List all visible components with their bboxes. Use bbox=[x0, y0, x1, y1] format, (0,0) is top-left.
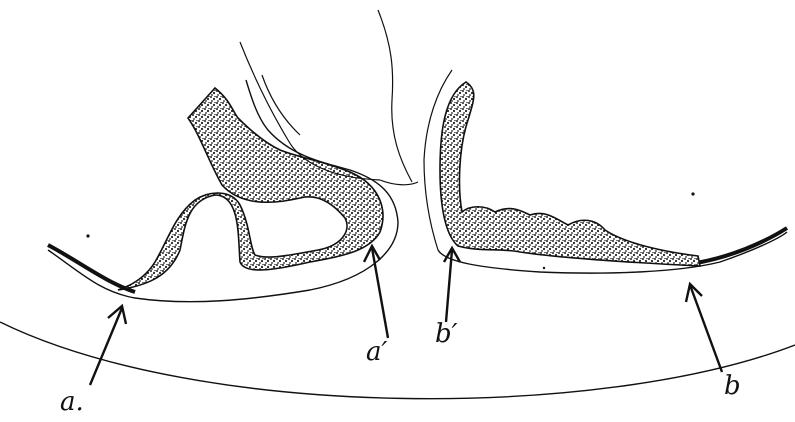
stalk-junction bbox=[380, 180, 418, 185]
arrow-b bbox=[686, 284, 722, 372]
left-rim bbox=[48, 245, 135, 292]
speck bbox=[86, 234, 89, 237]
arrow-a bbox=[90, 306, 126, 385]
arrow-a-prime bbox=[364, 246, 388, 338]
arrow-b-prime bbox=[444, 248, 460, 322]
stalk-line-inner bbox=[262, 75, 300, 135]
left-folded-band bbox=[118, 88, 383, 290]
label-b-prime: b′ bbox=[435, 319, 458, 349]
speck bbox=[543, 267, 545, 269]
label-a: a. bbox=[60, 387, 84, 417]
right-folded-band bbox=[440, 82, 700, 266]
outer-arc bbox=[0, 322, 795, 399]
label-a-prime: a′ bbox=[366, 337, 388, 367]
label-b: b bbox=[724, 371, 741, 401]
stalk-line-center bbox=[378, 10, 412, 182]
right-rim bbox=[690, 228, 787, 264]
speck bbox=[691, 192, 694, 195]
